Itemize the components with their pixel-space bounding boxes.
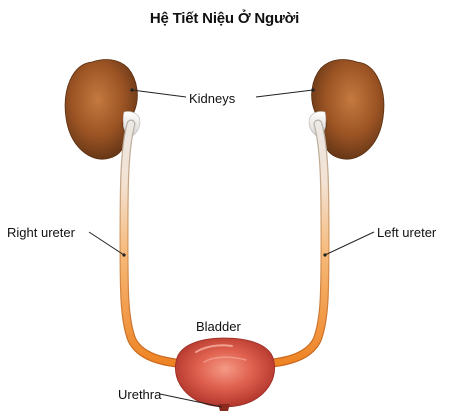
leader-dot: [311, 88, 314, 91]
leader-dot: [323, 253, 326, 256]
leader-dot: [130, 88, 133, 91]
right-ureter: [124, 124, 186, 364]
urethra-opening: [218, 404, 230, 411]
label-kidneys: Kidneys: [189, 91, 235, 106]
label-bladder: Bladder: [196, 319, 241, 334]
leader-left-ureter: [325, 232, 374, 255]
label-right-ureter: Right ureter: [7, 225, 75, 240]
leader-right-ureter: [89, 232, 124, 255]
left-ureter: [263, 124, 325, 364]
leader-dot: [122, 253, 125, 256]
label-urethra: Urethra: [118, 387, 161, 402]
leader-kidneys-right: [132, 90, 186, 97]
label-left-ureter: Left ureter: [377, 225, 436, 240]
leader-kidneys-left: [256, 90, 313, 97]
